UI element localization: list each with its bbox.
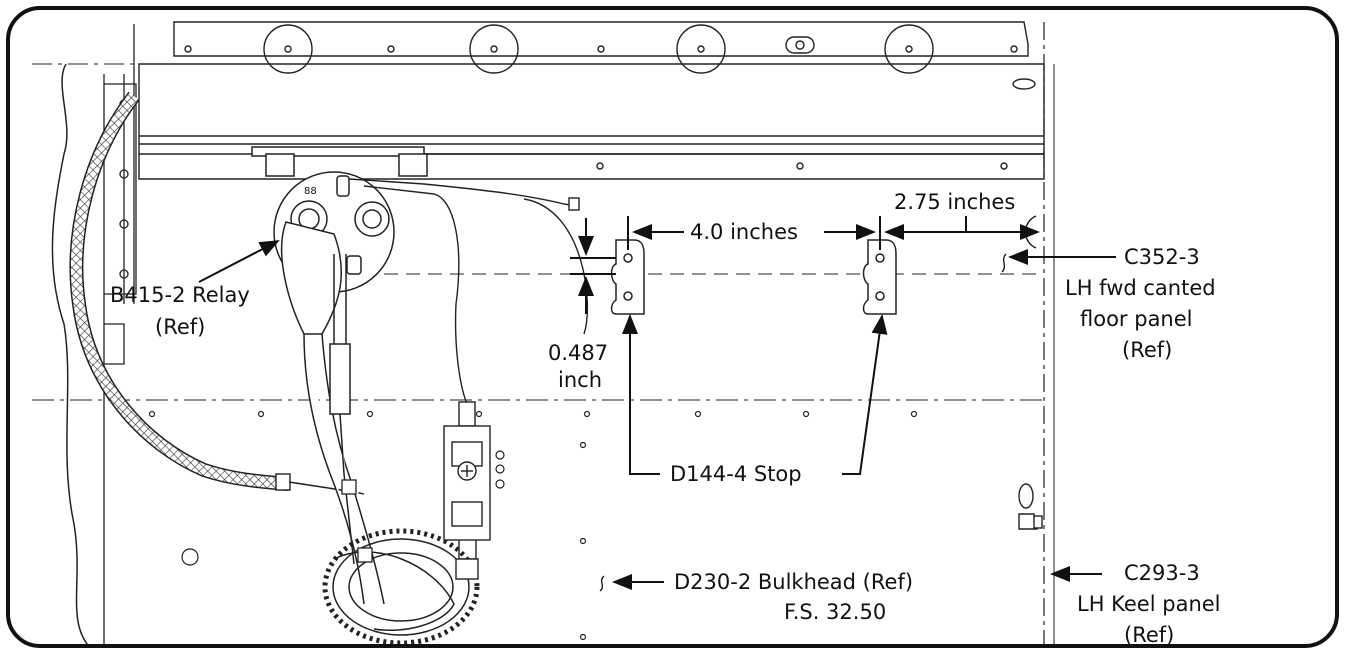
stop-right <box>862 239 897 315</box>
c293-label-line2: LH Keel panel <box>1077 592 1221 616</box>
dimension-0487-line2: inch <box>558 368 602 392</box>
relay-terminal-label: 88 <box>304 186 317 197</box>
dimension-2-75-inches: 2.75 inches <box>894 190 1015 214</box>
bulkhead-holes <box>148 410 918 641</box>
cable-grommet <box>322 528 480 644</box>
relay-label-line2: (Ref) <box>155 315 205 339</box>
c352-label-line4: (Ref) <box>1122 338 1172 362</box>
stop-left <box>610 239 645 315</box>
leader-lines <box>198 215 1116 592</box>
left-structure-outline <box>51 63 88 644</box>
c352-label-line1: C352-3 <box>1124 245 1200 269</box>
d144-stop-label: D144-4 Stop <box>670 462 802 486</box>
tie-clamp <box>357 547 373 563</box>
dimension-4-inches: 4.0 inches <box>690 220 798 244</box>
d230-label-line1: D230-2 Bulkhead (Ref) <box>674 570 913 594</box>
fuse-wire <box>348 178 589 580</box>
relay-label-line1: B415-2 Relay <box>110 283 250 307</box>
dimension-0487-line1: 0.487 <box>548 341 608 365</box>
keel-bolt <box>1018 483 1043 530</box>
d230-label-line2: F.S. 32.50 <box>784 600 886 624</box>
c352-label-line3: floor panel <box>1080 307 1193 331</box>
c352-label-line2: LH fwd canted <box>1065 276 1216 300</box>
c293-label-line1: C293-3 <box>1124 561 1200 585</box>
diagram-frame: 88 <box>6 6 1339 648</box>
installation-diagram: 88 <box>32 21 1221 647</box>
c293-label-line3: (Ref) <box>1124 623 1174 647</box>
sleeve-clamp <box>275 473 291 491</box>
tie-clamp <box>341 479 357 495</box>
